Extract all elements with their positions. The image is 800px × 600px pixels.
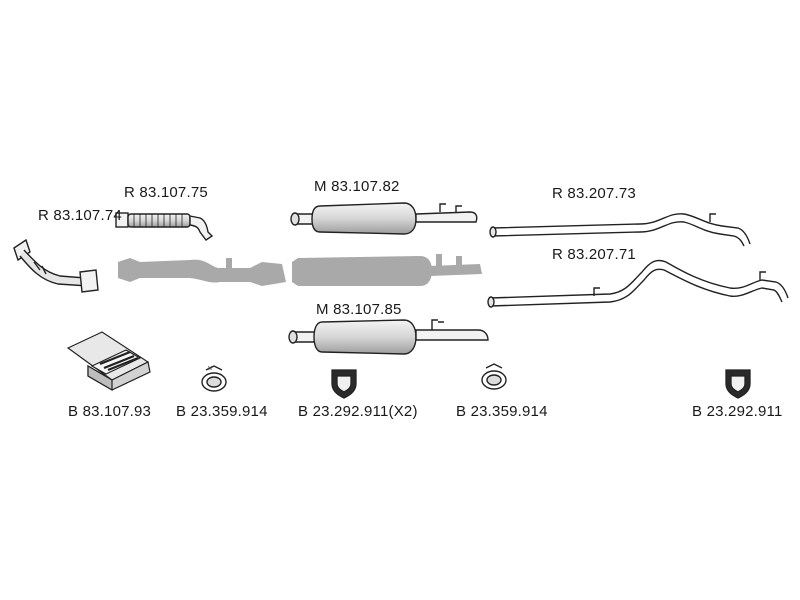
clamp-icon: M [201,365,227,392]
centre-silencer-m-83-107-82 [290,202,478,235]
part-code-label: M 83.107.82 [314,178,400,195]
part-code-label: B 23.292.911(X2) [298,403,418,420]
part-code-label: R 83.107.74 [38,207,122,224]
part-code-label: M 83.107.85 [316,301,402,318]
part-code-label: R 83.207.71 [552,246,636,263]
hanger-bracket-icon [725,369,751,399]
reference-assembly-silhouette [118,254,482,286]
flex-pipe-r-83-107-75 [115,212,214,241]
part-code-label: B 23.292.911 [692,403,783,420]
front-pipe-r-83-107-74 [13,238,99,293]
tail-pipe-r-83-207-73 [489,213,751,247]
mounting-kit-box-icon [66,331,151,392]
part-code-label: R 83.207.73 [552,185,636,202]
part-code-label: B 23.359.914 [176,403,268,420]
part-code-label: R 83.107.75 [124,184,208,201]
part-code-label: B 23.359.914 [456,403,548,420]
hanger-bracket-icon [331,369,357,399]
part-code-label: B 83.107.93 [68,403,152,420]
tail-pipe-r-83-207-71 [487,259,789,308]
clamp-icon [481,363,507,390]
rear-silencer-m-83-107-85 [288,319,489,355]
svg-text:M: M [208,366,212,372]
